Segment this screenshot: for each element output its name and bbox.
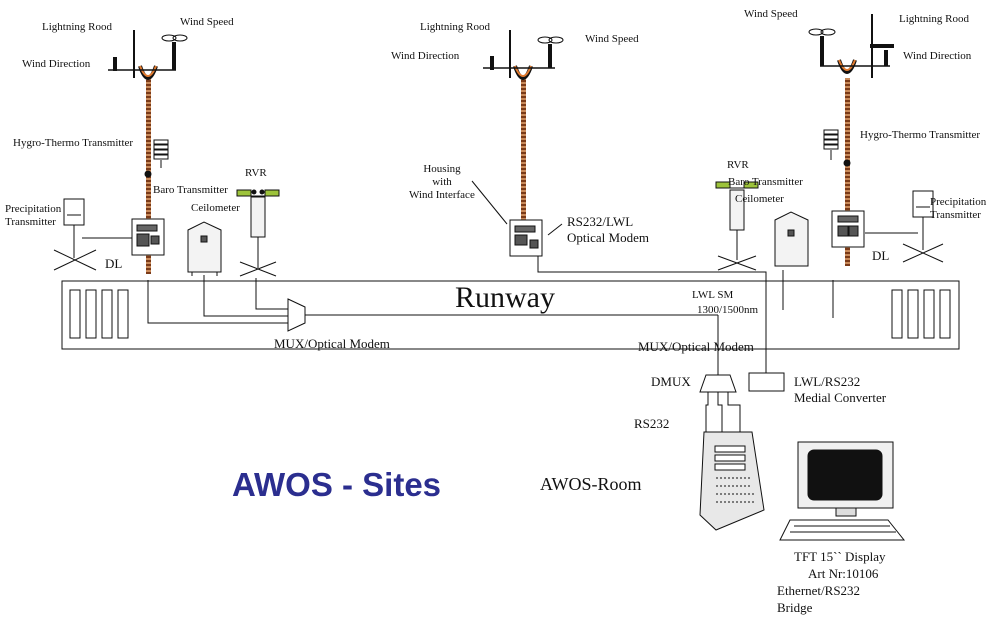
housing-wind-interface bbox=[509, 219, 543, 257]
dmux-icon bbox=[699, 374, 737, 393]
label-precip-right-2: Transmitter bbox=[930, 209, 981, 221]
page-title: AWOS - Sites bbox=[232, 466, 442, 503]
mux-optical-modem-icon bbox=[287, 298, 306, 332]
label-mux-room: MUX/Optical Modem bbox=[638, 339, 754, 354]
label-ceilometer-right: Ceilometer bbox=[735, 193, 784, 205]
baro-box-left bbox=[131, 218, 165, 256]
label-precip-right-1: Precipitation bbox=[930, 196, 987, 208]
label-lightning-left: Lightning Rood bbox=[42, 21, 112, 33]
label-wind-speed-left: Wind Speed bbox=[180, 16, 234, 28]
label-ceilometer-left: Ceilometer bbox=[191, 202, 240, 214]
label-lightning-center: Lightning Rood bbox=[420, 21, 490, 33]
label-eth-2: Bridge bbox=[777, 600, 813, 615]
rvr-right-icon bbox=[715, 181, 759, 271]
hygro-thermo-right-icon bbox=[823, 129, 851, 167]
label-eth-1: Ethernet/RS232 bbox=[777, 583, 861, 598]
media-converter-icon bbox=[748, 372, 785, 392]
cable-lines bbox=[82, 180, 918, 432]
label-housing-3: Wind Interface bbox=[409, 189, 475, 201]
tft-monitor-icon bbox=[779, 441, 906, 541]
label-lwl-1: LWL SM bbox=[692, 289, 734, 301]
label-housing-2: with bbox=[432, 176, 452, 188]
label-dmux: DMUX bbox=[651, 374, 691, 389]
label-mux-left: MUX/Optical Modem bbox=[274, 336, 390, 351]
label-hygro-left: Hygro-Thermo Transmitter bbox=[13, 137, 134, 149]
label-rs232: RS232 bbox=[634, 416, 670, 431]
label-wind-speed-right: Wind Speed bbox=[744, 8, 798, 20]
mast-right bbox=[808, 14, 894, 266]
label-rvr-left: RVR bbox=[245, 167, 267, 179]
label-baro-right: Baro Transmitter bbox=[728, 176, 803, 188]
label-converter-2: Medial Converter bbox=[794, 390, 887, 405]
mast-center bbox=[483, 30, 564, 223]
runway-strip bbox=[61, 280, 960, 350]
label-wind-direction-right: Wind Direction bbox=[903, 50, 972, 62]
pc-tower-icon bbox=[699, 431, 765, 531]
ceilometer-right-icon bbox=[774, 211, 809, 267]
hygro-thermo-left-icon bbox=[144, 139, 169, 178]
label-baro-left: Baro Transmitter bbox=[153, 184, 228, 196]
rvr-left-icon bbox=[236, 189, 280, 277]
label-awos-room: AWOS-Room bbox=[540, 474, 642, 494]
label-precip-left-1: Precipitation bbox=[5, 203, 62, 215]
label-converter-1: LWL/RS232 bbox=[794, 374, 861, 389]
label-wind-speed-center: Wind Speed bbox=[585, 33, 639, 45]
precipitation-right-icon bbox=[902, 190, 944, 263]
label-lwl-2: 1300/1500nm bbox=[697, 304, 759, 316]
label-hygro-right: Hygro-Thermo Transmitter bbox=[860, 129, 981, 141]
precipitation-left-icon bbox=[53, 198, 97, 271]
label-dl-left: DL bbox=[105, 256, 123, 271]
label-tft-2: Art Nr:10106 bbox=[808, 566, 879, 581]
label-precip-left-2: Transmitter bbox=[5, 216, 56, 228]
label-dl-right: DL bbox=[872, 248, 890, 263]
label-modem-center-1: RS232/LWL bbox=[567, 214, 634, 229]
label-wind-direction-left: Wind Direction bbox=[22, 58, 91, 70]
baro-box-right bbox=[831, 210, 865, 248]
runway-title: Runway bbox=[455, 281, 555, 314]
label-wind-direction-center: Wind Direction bbox=[391, 50, 460, 62]
label-rvr-right: RVR bbox=[727, 159, 749, 171]
label-lightning-right: Lightning Rood bbox=[899, 13, 969, 25]
label-modem-center-2: Optical Modem bbox=[567, 230, 649, 245]
ceilometer-left-icon bbox=[187, 221, 222, 276]
label-tft-1: TFT 15`` Display bbox=[794, 549, 886, 564]
label-housing-1: Housing bbox=[423, 163, 461, 175]
